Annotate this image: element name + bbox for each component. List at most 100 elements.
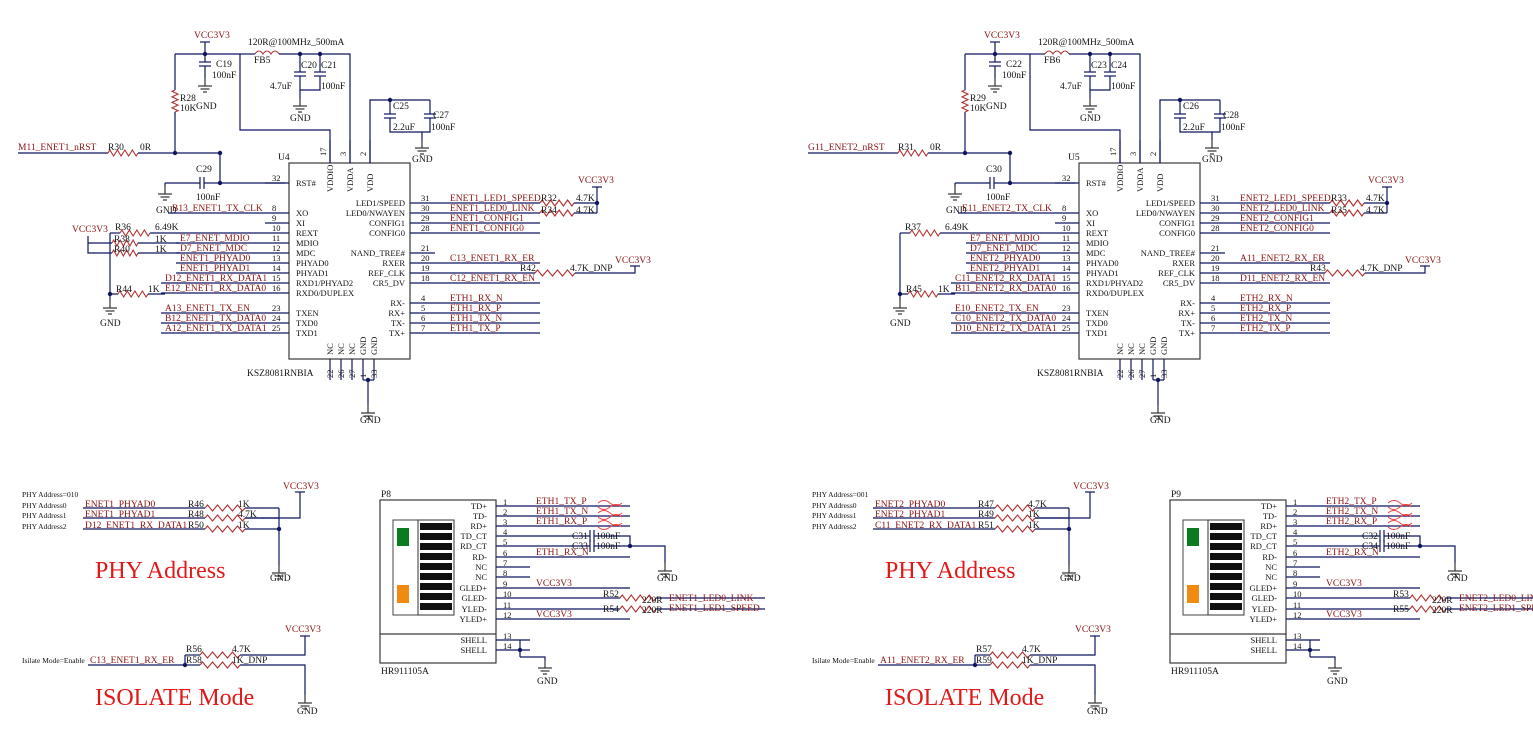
jack-pin-label: SHELL — [461, 635, 487, 645]
ferrite-value: 120R@100MHz_500mA — [1038, 38, 1134, 48]
ic-pin-num: 6 — [421, 313, 425, 323]
jack-pin-num: 4 — [1293, 527, 1298, 537]
jack-pin-num: 7 — [503, 558, 507, 568]
net-label-left: C11_ENET2_RX_DATA1 — [955, 274, 1057, 284]
ic-pin-num: 8 — [272, 203, 276, 213]
res-ref: R43 — [1310, 264, 1326, 274]
junction-dot — [365, 377, 371, 383]
resistor — [170, 89, 180, 113]
ic-pin-label: PHYAD0 — [296, 258, 329, 268]
ic-pin-label: VDDA — [1135, 167, 1145, 192]
rj45-contact — [420, 603, 452, 610]
net-label-right: ENET2_CONFIG1 — [1240, 214, 1314, 224]
cap-value: 100nF — [986, 193, 1010, 203]
ic-pin-label: PHYAD0 — [1086, 258, 1119, 268]
diff-pair-marker — [1387, 510, 1413, 520]
ic-pin-num: 2 — [358, 152, 368, 156]
ic-pin-label: RX- — [1180, 298, 1195, 308]
ic-pin-label: VDDIO — [1115, 165, 1125, 192]
rj45-contact — [420, 573, 452, 580]
cap-value: 100nF — [1386, 542, 1410, 552]
jack-pin-label: SHELL — [461, 645, 487, 655]
resistor — [199, 661, 241, 669]
ic-pin-label: TXD1 — [1086, 328, 1108, 338]
ic-pin-num: 29 — [421, 213, 430, 223]
resistor — [989, 661, 1031, 669]
res-value: 6.49K — [945, 223, 969, 233]
jack-net: VCC3V3 — [1326, 610, 1362, 620]
net-label-left: E11_ENET2_TX_CLK — [962, 204, 1052, 214]
cap-value: 100nF — [196, 193, 220, 203]
net-label-right: ETH1_TX_P — [450, 324, 501, 334]
res-ref: R32 — [541, 194, 557, 204]
jack-pin-num: 10 — [503, 589, 512, 599]
ic-pin-num: 24 — [1062, 313, 1071, 323]
rj45-contact — [1210, 563, 1242, 570]
ic-pin-label: TXEN — [1086, 308, 1109, 318]
ic-pin-label: RXD1/PHYAD2 — [296, 278, 353, 288]
ic-pin-num: 13 — [272, 253, 281, 263]
res-ref: R53 — [1393, 590, 1409, 600]
jack-pin-label: RD+ — [1260, 521, 1277, 531]
cap-value: 100nF — [596, 542, 620, 552]
ic-pin-label: RXD0/DUPLEX — [1086, 288, 1144, 298]
ic-pin-num: 26 — [336, 370, 346, 379]
cap-value: 4.7uF — [1060, 82, 1082, 92]
phy-note: PHY Address1 — [22, 511, 67, 520]
ic-pin-label: CR5_DV — [373, 278, 406, 288]
resistor — [994, 514, 1036, 522]
net-label-left: A12_ENET1_TX_DATA1 — [165, 324, 267, 334]
jack-net: ETH1_TX_P — [536, 497, 587, 507]
jack-pin-label: NC — [1265, 562, 1277, 572]
vcc-label: VCC3V3 — [72, 225, 108, 235]
iso-title: ISOLATE Mode — [885, 685, 1044, 711]
rj45-contact — [1210, 543, 1242, 550]
junction-dot — [217, 150, 223, 156]
net-rst: M11_ENET1_nRST — [18, 143, 96, 153]
cap-value: 100nF — [596, 532, 620, 542]
ic-pin-num: 9 — [1062, 213, 1066, 223]
ic-pin-num: 11 — [272, 233, 280, 243]
junction-dot — [972, 662, 978, 668]
jack-pin-label: NC — [1265, 572, 1277, 582]
iso-note: Isilate Mode=Enable — [22, 656, 85, 665]
diff-pair-marker — [1387, 500, 1413, 510]
gnd-label: GND — [156, 206, 177, 216]
ic-pin-label: MDC — [296, 248, 316, 258]
junction-dot — [1155, 377, 1161, 383]
gnd-label: GND — [290, 114, 311, 124]
phy-net: ENET2_PHYAD1 — [875, 510, 945, 520]
ic-pin-num: 17 — [1108, 148, 1118, 157]
res-value: 10K — [180, 104, 197, 114]
cap-ref: C20 — [301, 61, 317, 71]
jack-net: ENET1_LED0_LINK — [669, 594, 754, 604]
jack-pin-label: TD_CT — [1251, 531, 1278, 541]
ic-pin-num: 31 — [421, 193, 430, 203]
resistor — [1324, 269, 1366, 277]
ic-pin-num: 3 — [1128, 152, 1138, 156]
ic-pin-num: 20 — [421, 253, 430, 263]
resistor — [117, 289, 149, 299]
ic-pin-num: 10 — [272, 223, 281, 233]
rj45-contact — [420, 543, 452, 550]
junction-dot — [172, 150, 178, 156]
vcc-label: VCC3V3 — [984, 31, 1020, 41]
iso-note: Isilate Mode=Enable — [812, 656, 875, 665]
res-value: 1K_DNP — [232, 656, 267, 666]
ic-pin-num: 28 — [1211, 223, 1220, 233]
jack-net: VCC3V3 — [536, 610, 572, 620]
gnd-label: GND — [100, 319, 121, 329]
ic-pin-num: 29 — [1211, 213, 1220, 223]
jack-pin-label: TD_CT — [461, 531, 488, 541]
jack-net: ETH1_TX_N — [536, 507, 588, 517]
junction-dot — [182, 662, 188, 668]
cap-value: 2.2uF — [1183, 123, 1205, 133]
res-value: 4.7K — [1366, 194, 1385, 204]
resistor — [619, 594, 657, 602]
ic-pin-label: RX+ — [388, 308, 405, 318]
ic-pin-label: RST# — [1086, 178, 1107, 188]
res-value: 220R — [642, 606, 663, 616]
jack-pin-label: TD+ — [471, 501, 487, 511]
net-label-left: D12_ENET1_RX_DATA1 — [165, 274, 267, 284]
net-label-left: ENET1_PHYAD1 — [180, 264, 250, 274]
